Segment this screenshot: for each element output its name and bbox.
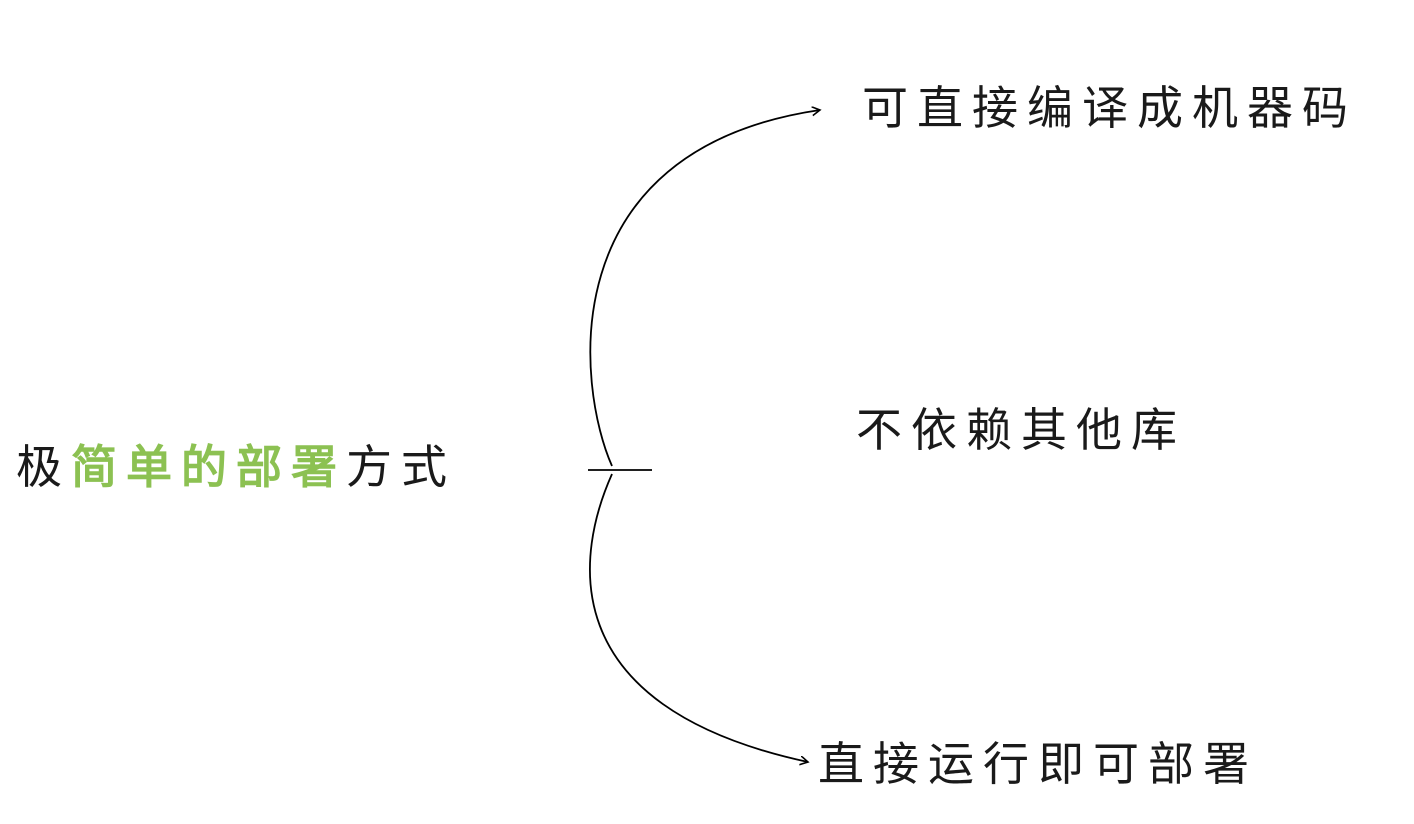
root-node: 极简单的部署方式 xyxy=(16,441,456,494)
branch-node-run-deploy: 直接运行即可部署 xyxy=(818,738,1258,790)
branch-bottom-arrow-line xyxy=(589,473,808,762)
branch-node-no-deps: 不依赖其他库 xyxy=(856,404,1186,456)
root-node-prefix: 极 xyxy=(16,441,71,493)
root-node-suffix: 方式 xyxy=(346,441,456,493)
branch-top-arrow-line xyxy=(589,110,820,467)
branch-node-compile: 可直接编译成机器码 xyxy=(862,82,1357,134)
root-node-highlight: 简单的部署 xyxy=(71,441,346,493)
